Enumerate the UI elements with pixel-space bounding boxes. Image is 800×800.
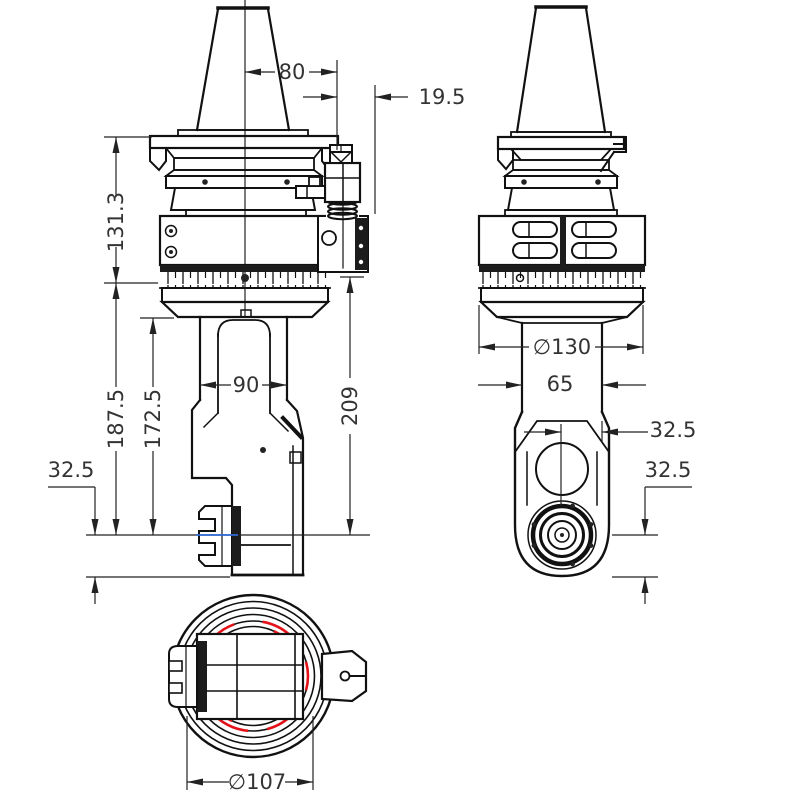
bottom-view <box>168 593 368 759</box>
dim-90: 90 <box>200 373 287 397</box>
clamp-slot <box>571 242 617 259</box>
dimensions: 80 19.5 131.3 187.5 172.5 <box>48 60 696 794</box>
anti-rotation-tab <box>320 649 368 703</box>
head-body-side <box>513 410 611 578</box>
dim-209: 209 <box>338 276 364 535</box>
pin-hole <box>321 230 337 246</box>
stop-block-assembly <box>295 144 369 273</box>
screw-dot <box>595 179 601 185</box>
dim-label-90: 90 <box>233 373 260 397</box>
clamp-slot <box>512 242 558 259</box>
head-body-front <box>190 398 305 577</box>
dim-dia130: ∅130 <box>478 305 644 359</box>
v-flange-side <box>496 135 627 217</box>
dim-label-32-5-front: 32.5 <box>48 458 95 482</box>
clamp-slot <box>512 221 558 238</box>
gear-boss-circle <box>535 442 589 496</box>
dim-label-dia130: ∅130 <box>533 335 591 359</box>
dim-80: 80 <box>245 60 338 150</box>
tab-hole <box>339 670 351 682</box>
screw-dot <box>521 179 527 185</box>
dim-label-187-5: 187.5 <box>104 389 128 449</box>
dim-label-80: 80 <box>279 60 306 84</box>
collet-nut-front <box>198 505 233 567</box>
dim-19-5: 19.5 <box>303 85 465 214</box>
collet-nut-bottom <box>168 645 198 708</box>
dim-dia107: ∅107 <box>186 716 314 794</box>
housing-front <box>158 214 332 319</box>
spindle-face-rings <box>527 500 597 570</box>
head-silhouette-bottom <box>168 632 305 721</box>
taper-shank-side <box>510 5 612 138</box>
side-view <box>477 5 647 578</box>
dim-label-19-5: 19.5 <box>419 85 466 109</box>
dim-label-32-5-side-a: 32.5 <box>650 418 697 442</box>
dim-label-172-5: 172.5 <box>141 389 165 449</box>
neck-side <box>520 321 604 414</box>
index-hole <box>515 273 525 283</box>
dim-label-dia107: ∅107 <box>228 770 286 794</box>
housing-side <box>477 214 647 324</box>
dim-32-5-side-b: 32.5 <box>612 458 692 604</box>
index-dot <box>241 274 249 282</box>
v-flange-front <box>148 134 340 217</box>
dim-32-5-side-a: 32.5 <box>524 418 696 506</box>
graduation-ticks <box>482 272 643 287</box>
screw-dot <box>284 179 290 185</box>
grip-key-hook <box>599 136 627 173</box>
dim-label-32-5-side-b: 32.5 <box>645 458 692 482</box>
dim-label-209: 209 <box>338 386 362 426</box>
dim-32-5-front: 32.5 <box>48 458 230 604</box>
dim-187-5: 187.5 <box>104 283 128 535</box>
neck-front <box>198 315 289 414</box>
dim-131-3: 131.3 <box>104 136 158 284</box>
dim-label-131-3: 131.3 <box>104 192 128 252</box>
screw-dot <box>202 179 208 185</box>
dim-label-65: 65 <box>547 372 574 396</box>
clamp-slot <box>571 221 617 238</box>
stop-arm <box>295 185 326 199</box>
dim-65: 65 <box>478 372 646 396</box>
screw-dot <box>260 447 266 453</box>
front-view <box>86 0 370 577</box>
dim-172-5: 172.5 <box>140 317 174 535</box>
